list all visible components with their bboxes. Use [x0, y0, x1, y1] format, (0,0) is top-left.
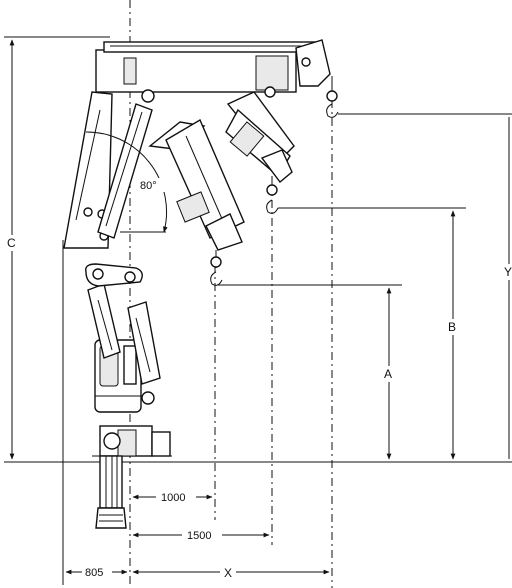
crane-base: [85, 263, 172, 529]
dimension-b-label: B: [448, 320, 456, 334]
dimension-1500-label: 1500: [187, 530, 211, 542]
boom-angle-arc: [85, 131, 168, 233]
main-boom: [63, 91, 153, 249]
dimension-x-label: X: [224, 566, 232, 580]
dimension-c-label: C: [7, 236, 16, 250]
outer-boom-low: [148, 118, 245, 286]
boom-angle-label: 80°: [140, 180, 157, 192]
dimension-805-label: 805: [85, 567, 103, 579]
dimension-a-label: A: [384, 367, 392, 381]
dimension-y-label: Y: [504, 265, 512, 279]
outer-boom-mid: [225, 91, 295, 214]
dimension-1000-label: 1000: [161, 492, 185, 504]
outer-boom-horizontal: [95, 39, 339, 118]
